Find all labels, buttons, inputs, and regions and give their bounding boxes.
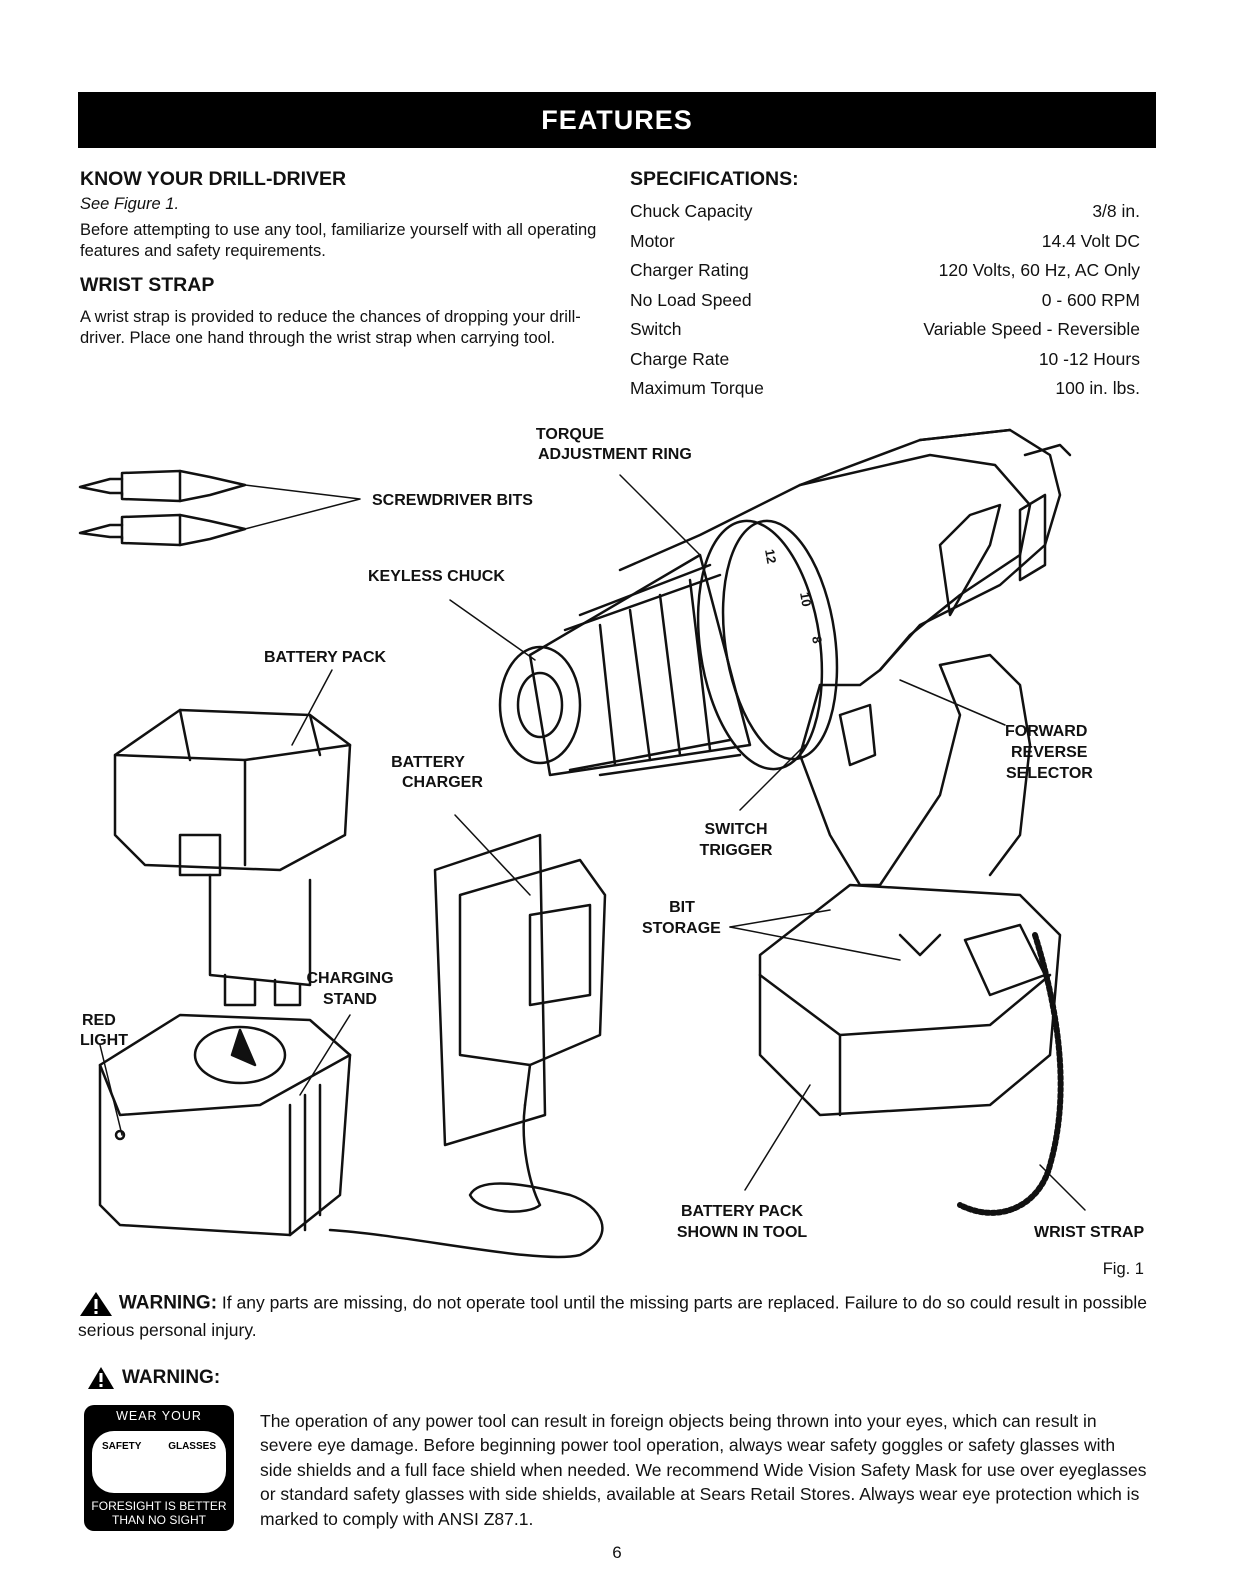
features-banner: FEATURES: [78, 92, 1156, 148]
spec-label: Charger Rating: [630, 260, 749, 281]
spec-label: Switch: [630, 319, 682, 340]
badge-bottom-line-2: THAN NO SIGHT: [111, 1513, 206, 1527]
intro-paragraph: Before attempting to use any tool, famil…: [80, 221, 597, 260]
chuck-mark-10: 10: [797, 591, 814, 608]
wrist-strap-label: WRIST STRAP: [1034, 1224, 1145, 1241]
spec-value: 0 - 600 RPM: [1041, 289, 1140, 310]
charging-stand-label-2: STAND: [323, 991, 377, 1008]
red-light-label-1: RED: [82, 1012, 116, 1029]
red-light-label-2: LIGHT: [80, 1032, 128, 1049]
wrist-strap-paragraph: A wrist strap is provided to reduce the …: [80, 308, 581, 347]
spec-value: 3/8 in.: [1092, 201, 1140, 222]
spec-table: Chuck Capacity 3/8 in. Motor 14.4 Volt DC Ch…: [630, 197, 1140, 404]
forward-reverse-label-1: FORWARD: [1005, 723, 1087, 740]
safety-glasses-badge: WEAR YOUR SAFETY GLASSES FORESIGHT IS BE…: [84, 1405, 234, 1531]
know-your-drill-heading: KNOW YOUR DRILL-DRIVER: [80, 168, 347, 190]
drill-figure: TORQUE ADJUSTMENT RING SCREWDRIVER BITS …: [78, 426, 1145, 1259]
drill-illustration: [498, 428, 1072, 1216]
badge-right-text: GLASSES: [168, 1441, 216, 1452]
warning-tag: WARNING:: [118, 1292, 218, 1314]
screwdriver-bit-illustration: [78, 469, 247, 547]
spec-label: Chuck Capacity: [630, 201, 753, 222]
page-number: 6: [612, 1543, 622, 1562]
spec-row: Motor 14.4 Volt DC: [630, 227, 1140, 257]
battery-charger-label-2: CHARGER: [402, 774, 483, 791]
forward-reverse-label-2: REVERSE: [1011, 744, 1088, 761]
wrist-strap-heading: WRIST STRAP: [80, 274, 215, 296]
charging-stand-label-1: CHARGING: [306, 970, 393, 987]
spec-row: No Load Speed 0 - 600 RPM: [630, 286, 1140, 316]
bit-storage-label-1: BIT: [669, 899, 695, 916]
spec-value: 14.4 Volt DC: [1041, 230, 1140, 251]
specifications-section: SPECIFICATIONS: Chuck Capacity 3/8 in. Mot…: [630, 168, 1140, 404]
spec-row: Charger Rating 120 Volts, 60 Hz, AC Only: [630, 256, 1140, 286]
specifications-heading: SPECIFICATIONS:: [630, 168, 799, 190]
torque-label-1: TORQUE: [536, 426, 604, 443]
spec-label: Charge Rate: [630, 348, 730, 369]
spec-value: 120 Volts, 60 Hz, AC Only: [938, 260, 1140, 281]
battery-pack-shown-label-2: SHOWN IN TOOL: [677, 1224, 808, 1241]
badge-top-text: WEAR YOUR: [116, 1409, 202, 1423]
spec-row: Maximum Torque 100 in. lbs.: [630, 374, 1140, 404]
warning-triangle-icon: [80, 1292, 112, 1316]
battery-charger-illustration: [328, 833, 607, 1259]
see-figure-note: See Figure 1.: [80, 195, 180, 213]
battery-pack-illustration: [113, 708, 352, 1007]
bit-storage-label-2: STORAGE: [642, 920, 721, 937]
warning-missing-parts-text: If any parts are missing, do not operate…: [78, 1292, 1147, 1340]
warning-eye-tag: WARNING:: [122, 1367, 221, 1388]
spec-value: Variable Speed - Reversible: [923, 319, 1140, 340]
warning-triangle-icon: [88, 1367, 114, 1389]
battery-charger-label-1: BATTERY: [391, 754, 465, 771]
spec-row: Charge Rate 10 -12 Hours: [630, 345, 1140, 375]
chuck-mark-8: 8: [809, 635, 825, 645]
spec-value: 100 in. lbs.: [1055, 378, 1140, 399]
spec-row: Switch Variable Speed - Reversible: [630, 315, 1140, 345]
switch-trigger-label-1: SWITCH: [704, 821, 767, 838]
spec-value: 10 -12 Hours: [1038, 348, 1140, 369]
battery-pack-shown-label-1: BATTERY PACK: [681, 1203, 804, 1220]
warning-eye-header: WARNING:: [86, 1365, 220, 1391]
figure-number: Fig. 1: [1102, 1260, 1144, 1278]
badge-bottom-text: FORESIGHT IS BETTER THAN NO SIGHT: [84, 1499, 234, 1527]
warning-eye-text: The operation of any power tool can resu…: [260, 1411, 1147, 1529]
screwdriver-bits-label: SCREWDRIVER BITS: [372, 492, 533, 509]
keyless-chuck-label: KEYLESS CHUCK: [368, 568, 505, 585]
spec-label: No Load Speed: [630, 289, 752, 310]
drill-intro-section: KNOW YOUR DRILL-DRIVER See Figure 1. Bef…: [80, 168, 600, 349]
switch-trigger-label-2: TRIGGER: [700, 842, 773, 859]
spec-label: Maximum Torque: [630, 378, 764, 399]
warning-missing-parts: WARNING: If any parts are missing, do no…: [78, 1290, 1158, 1342]
forward-reverse-label-3: SELECTOR: [1006, 765, 1093, 782]
badge-bottom-line-1: FORESIGHT IS BETTER: [91, 1499, 227, 1513]
spec-row: Chuck Capacity 3/8 in.: [630, 197, 1140, 227]
badge-left-text: SAFETY: [102, 1441, 142, 1452]
battery-pack-label: BATTERY PACK: [264, 649, 387, 666]
charging-stand-illustration: [98, 1013, 352, 1237]
spec-label: Motor: [630, 230, 675, 251]
goggles-icon: SAFETY GLASSES: [92, 1431, 226, 1493]
chuck-mark-12: 12: [762, 548, 779, 565]
torque-label-2: ADJUSTMENT RING: [538, 446, 692, 463]
